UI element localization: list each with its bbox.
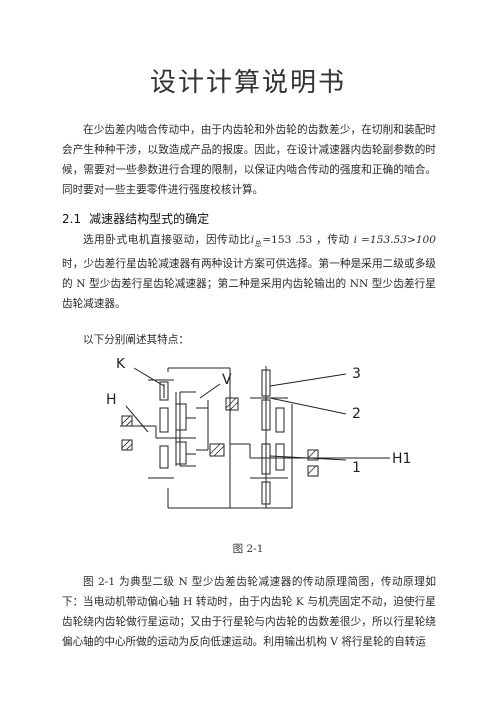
para2-text-b: =153 .53 ，传动 bbox=[262, 234, 354, 246]
structure-paragraph: 选用卧式电机直接驱动，因传动比i总=153 .53 ，传动 i =153.53>… bbox=[62, 230, 436, 314]
section-title: 减速器结构型式的确定 bbox=[89, 212, 210, 226]
section-heading: 2.1 减速器结构型式的确定 bbox=[62, 210, 209, 227]
label-H: H bbox=[106, 392, 117, 408]
features-intro: 以下分别阐述其特点： bbox=[83, 334, 189, 346]
principle-paragraph: 当电动机带动偏心轴 H 转动时，由于内齿轮 K 与机壳固定不动，迫使行星齿轮绕内… bbox=[62, 596, 436, 648]
section-number: 2.1 bbox=[62, 212, 82, 226]
ratio-symbol: i bbox=[250, 234, 255, 246]
label-K: K bbox=[116, 358, 126, 372]
label-H1: H1 bbox=[392, 451, 411, 467]
label-2: 2 bbox=[352, 406, 361, 422]
para2-text-c: 时，少齿差行星齿轮减速器有两种设计方案可供选择。第一种是采用二级或多级的 N 型… bbox=[62, 258, 436, 311]
figure-description: 图 2-1 为典型二级 N 型少齿差齿轮减速器的传动原理简图，传动原理如下： bbox=[62, 576, 436, 608]
intro-paragraph: 在少齿差内啮合传动中，由于内齿轮和外齿轮的齿数差少，在切削和装配时会产生种种干涉… bbox=[62, 124, 436, 196]
label-3: 3 bbox=[352, 366, 361, 382]
label-1: 1 bbox=[352, 460, 361, 476]
para2-text-a: 选用卧式电机直接驱动，因传动比 bbox=[83, 234, 251, 246]
label-V: V bbox=[222, 372, 232, 388]
ratio-subscript: 总 bbox=[254, 240, 263, 249]
ratio-inequality: i =153.53>100 bbox=[353, 234, 437, 246]
transmission-diagram: K V H 3 2 H1 1 bbox=[106, 358, 411, 509]
page-title: 设计计算说明书 bbox=[149, 68, 346, 98]
figure-caption: 图 2-1 bbox=[232, 543, 264, 555]
